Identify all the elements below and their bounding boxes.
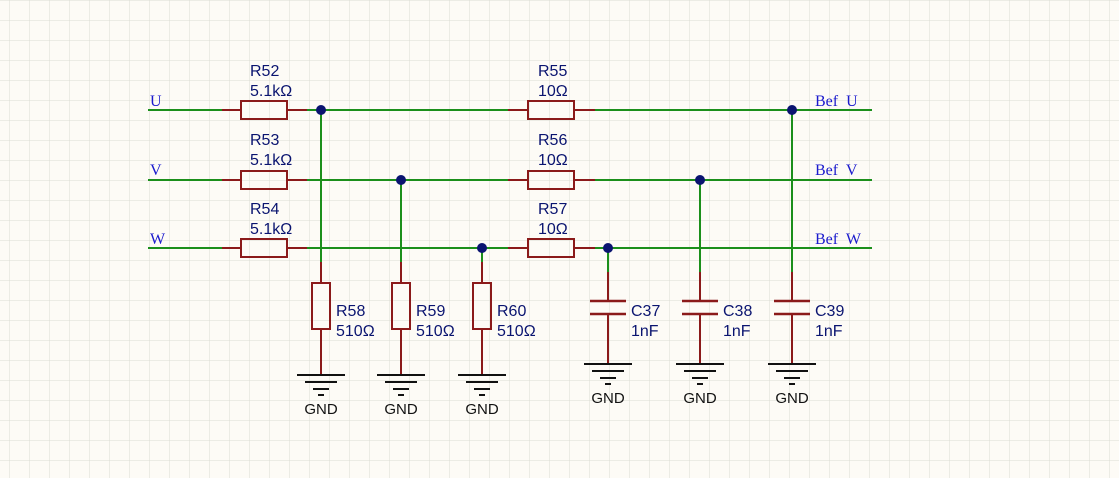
r52-value: 5.1kΩ	[250, 83, 292, 100]
resistor-r55[interactable]: R55 10Ω	[508, 63, 595, 120]
r54-value: 5.1kΩ	[250, 221, 292, 238]
r55-value: 10Ω	[538, 83, 568, 100]
net-label-bef-v[interactable]: Bef V	[815, 162, 858, 179]
capacitor-c39[interactable]: C39 1nF	[774, 272, 844, 364]
r52-designator: R52	[250, 63, 279, 80]
ground-symbol-c39: GND	[768, 363, 816, 407]
resistor-r56[interactable]: R56 10Ω	[508, 132, 595, 190]
net-label-w[interactable]: W	[150, 231, 166, 248]
c37-value: 1nF	[631, 323, 659, 340]
r60-designator: R60	[497, 303, 526, 320]
wires	[148, 109, 872, 272]
resistor-r53[interactable]: R53 5.1kΩ	[222, 132, 307, 190]
junction-dot	[603, 243, 613, 253]
resistor-r60[interactable]: R60 510Ω	[472, 262, 536, 375]
r58-designator: R58	[336, 303, 365, 320]
net-label-u[interactable]: U	[150, 93, 162, 110]
resistor-r58[interactable]: R58 510Ω	[311, 262, 375, 375]
ground-label: GND	[591, 390, 625, 407]
ground-label: GND	[775, 390, 809, 407]
capacitor-c37[interactable]: C37 1nF	[590, 272, 660, 364]
c38-designator: C38	[723, 303, 752, 320]
r59-value: 510Ω	[416, 323, 455, 340]
c37-designator: C37	[631, 303, 660, 320]
net-label-bef-u[interactable]: Bef U	[815, 93, 858, 110]
r57-designator: R57	[538, 201, 567, 218]
r54-designator: R54	[250, 201, 279, 218]
r59-designator: R59	[416, 303, 445, 320]
capacitor-c38[interactable]: C38 1nF	[682, 272, 752, 364]
junction-dot	[787, 105, 797, 115]
resistor-r57[interactable]: R57 10Ω	[508, 201, 595, 258]
r57-value: 10Ω	[538, 221, 568, 238]
r53-designator: R53	[250, 132, 279, 149]
ground-label: GND	[384, 401, 418, 418]
junction-dot	[396, 175, 406, 185]
junction-dot	[695, 175, 705, 185]
junction-dot	[316, 105, 326, 115]
r55-designator: R55	[538, 63, 567, 80]
r56-value: 10Ω	[538, 152, 568, 169]
c39-value: 1nF	[815, 323, 843, 340]
resistor-r59[interactable]: R59 510Ω	[391, 262, 455, 375]
ground-label: GND	[304, 401, 338, 418]
ground-symbol-c37: GND	[584, 363, 632, 407]
ground-symbol-r60: GND	[458, 374, 506, 418]
resistor-r54[interactable]: R54 5.1kΩ	[222, 201, 307, 258]
ground-label: GND	[683, 390, 717, 407]
r56-designator: R56	[538, 132, 567, 149]
resistor-r52[interactable]: R52 5.1kΩ	[222, 63, 307, 120]
c38-value: 1nF	[723, 323, 751, 340]
junction-dot	[477, 243, 487, 253]
ground-symbol-r59: GND	[377, 374, 425, 418]
ground-symbol-c38: GND	[676, 363, 724, 407]
net-label-bef-w[interactable]: Bef W	[815, 231, 862, 248]
r58-value: 510Ω	[336, 323, 375, 340]
c39-designator: C39	[815, 303, 844, 320]
r53-value: 5.1kΩ	[250, 152, 292, 169]
junctions	[316, 105, 797, 253]
ground-label: GND	[465, 401, 499, 418]
ground-symbol-r58: GND	[297, 374, 345, 418]
r60-value: 510Ω	[497, 323, 536, 340]
net-label-v[interactable]: V	[150, 162, 162, 179]
